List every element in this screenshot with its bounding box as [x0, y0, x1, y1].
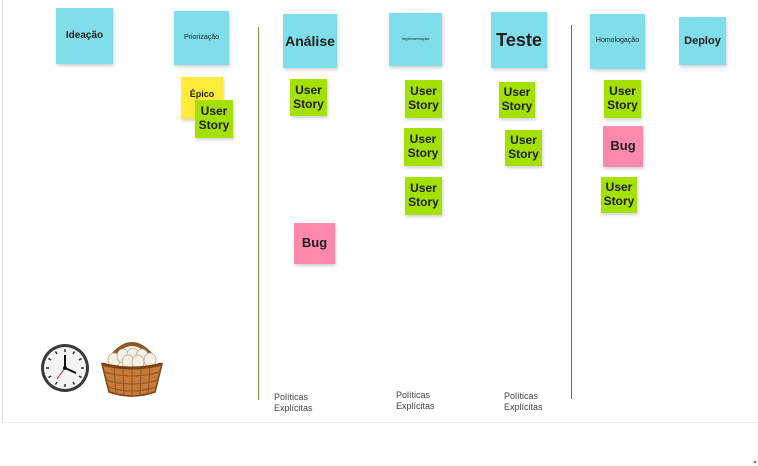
user-story-card[interactable]: User Story [505, 130, 542, 166]
policy-label-analise: Políticas Explícitas [274, 392, 344, 414]
policy-line-1: Políticas [504, 391, 539, 401]
user-story-card[interactable]: User Story [499, 82, 535, 118]
column-priorizacao[interactable]: Priorização [174, 11, 229, 65]
column-teste[interactable]: Teste [491, 12, 547, 68]
user-story-card[interactable]: User Story [604, 80, 641, 118]
board-bottom-border [0, 422, 758, 423]
column-implementacao[interactable]: Implementação [389, 13, 442, 66]
column-analise[interactable]: Análise [283, 14, 337, 68]
bug-card[interactable]: Bug [294, 223, 335, 264]
egg-basket-icon [100, 342, 164, 397]
column-divider-green [258, 27, 259, 400]
user-story-card[interactable]: User Story [405, 177, 442, 215]
policy-line-2: Explícitas [396, 401, 435, 411]
user-story-card[interactable]: User Story [404, 128, 442, 166]
clock-icon [41, 344, 89, 392]
user-story-card[interactable]: User Story [405, 80, 442, 118]
policy-line-2: Explícitas [504, 402, 543, 412]
corner-marker [754, 461, 756, 463]
board-left-border [2, 0, 3, 422]
user-story-card[interactable]: User Story [290, 79, 327, 116]
policy-line-1: Políticas [274, 392, 309, 402]
user-story-card[interactable]: User Story [601, 177, 637, 213]
policy-label-teste: Políticas Explícitas [504, 391, 574, 413]
policy-line-2: Explícitas [274, 403, 313, 413]
column-ideacao[interactable]: Ideação [56, 8, 113, 64]
bug-card[interactable]: Bug [603, 126, 643, 167]
user-story-card[interactable]: User Story [195, 100, 233, 138]
column-divider-red [571, 25, 572, 399]
policy-label-implementacao: Políticas Explícitas [396, 390, 466, 412]
column-homologacao[interactable]: Homologação [590, 14, 645, 69]
column-deploy[interactable]: Deploy [679, 17, 726, 65]
policy-line-1: Políticas [396, 390, 431, 400]
